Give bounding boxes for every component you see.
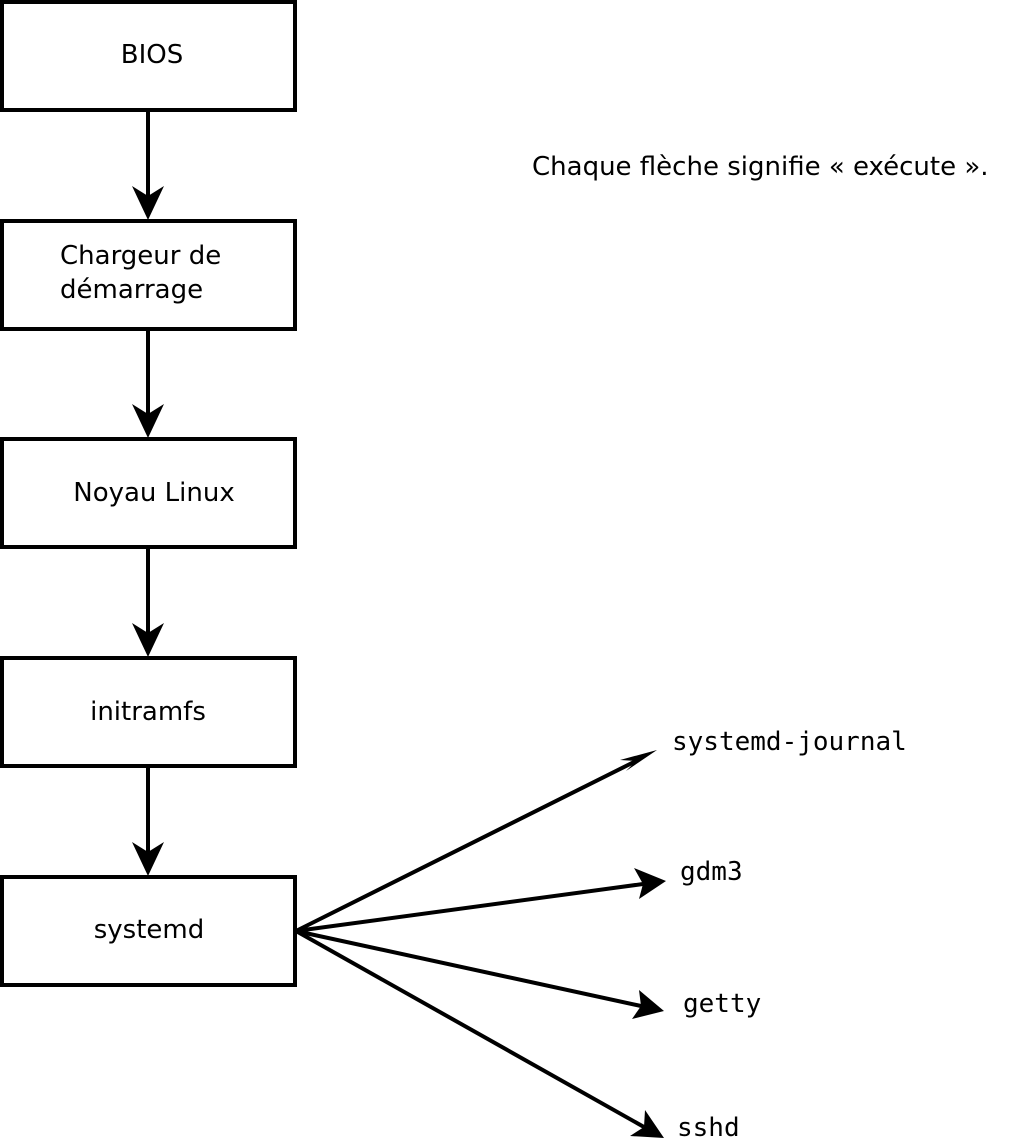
arrow-systemd-to-getty — [295, 929, 664, 1019]
svg-text:démarrage: démarrage — [60, 275, 203, 305]
node-bios: BIOS — [0, 0, 297, 112]
svg-text:Chargeur de: Chargeur de — [60, 241, 221, 271]
arrow-systemd-to-sshd — [295, 929, 664, 1138]
svg-text:BIOS: BIOS — [121, 40, 183, 70]
node-systemd-label: systemd — [94, 915, 205, 945]
arrow-systemd-to-gdm3 — [295, 868, 666, 933]
node-initramfs: initramfs — [0, 656, 297, 768]
service-getty-label: getty — [683, 989, 761, 1019]
arrow-systemd-to-systemd-journal — [295, 750, 657, 933]
node-bootloader-label-line-2: démarrage — [60, 275, 203, 305]
service-systemd-journal-label: systemd-journal — [672, 727, 907, 757]
node-systemd: systemd — [0, 875, 297, 987]
arrow-bootloader-to-kernel — [132, 329, 164, 438]
node-initramfs-label: initramfs — [90, 697, 206, 727]
arrow-kernel-to-initramfs — [132, 547, 164, 657]
svg-text:initramfs: initramfs — [90, 697, 206, 727]
node-bios-label: BIOS — [121, 40, 183, 70]
node-kernel: Noyau Linux — [0, 437, 297, 549]
node-bootloader-label-line-1: Chargeur de — [60, 241, 221, 271]
node-bootloader: Chargeur de démarrage — [0, 219, 297, 331]
svg-text:systemd: systemd — [94, 915, 205, 945]
node-kernel-label: Noyau Linux — [73, 478, 234, 508]
arrow-bios-to-bootloader — [132, 110, 164, 220]
service-gdm3-label: gdm3 — [680, 857, 743, 887]
service-sshd-label: sshd — [677, 1113, 740, 1143]
arrow-meaning-note: Chaque flèche signifie « exécute ». — [532, 152, 989, 182]
arrow-initramfs-to-systemd — [132, 766, 164, 876]
svg-text:Noyau Linux: Noyau Linux — [73, 478, 234, 508]
